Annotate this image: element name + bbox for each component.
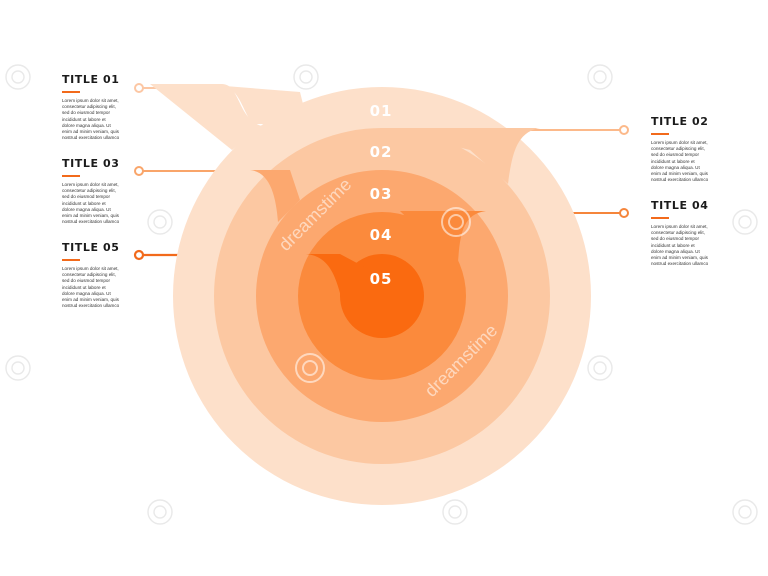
level-number-5: 05 <box>370 270 393 288</box>
level-5-tab <box>306 254 370 300</box>
level-2-tab <box>380 128 540 184</box>
watermark-spiral-icon <box>5 64 31 90</box>
level-1-tab <box>150 86 308 124</box>
item-description: Lorem ipsum dolor sit amet, consectetur … <box>62 266 120 309</box>
title-underline <box>62 259 80 261</box>
level-numbers: 01 02 03 04 05 <box>370 102 393 288</box>
watermark-spiral-icon <box>5 355 31 381</box>
item-description: Lorem ipsum dolor sit amet, consectetur … <box>62 98 120 141</box>
item-title: TITLE 02 <box>651 115 709 128</box>
watermark-spiral-icon <box>587 355 613 381</box>
item-title: TITLE 04 <box>651 199 709 212</box>
level-number-4: 04 <box>370 226 393 244</box>
watermark-spiral-icon <box>147 209 173 235</box>
watermark-spiral-icon <box>442 499 468 525</box>
watermark-spiral-icon <box>587 64 613 90</box>
item-block-4: TITLE 04 Lorem ipsum dolor sit amet, con… <box>651 199 768 267</box>
connector-dot-2 <box>619 125 629 135</box>
item-block-2: TITLE 02 Lorem ipsum dolor sit amet, con… <box>651 115 768 183</box>
connector-dot-4 <box>619 208 629 218</box>
title-underline <box>651 133 669 135</box>
item-description: Lorem ipsum dolor sit amet, consectetur … <box>62 182 120 225</box>
item-block-3: TITLE 03 Lorem ipsum dolor sit amet, con… <box>62 157 202 225</box>
connector-dot-5 <box>133 249 145 261</box>
title-underline <box>651 217 669 219</box>
item-title: TITLE 01 <box>62 73 120 86</box>
item-block-5: TITLE 05 Lorem ipsum dolor sit amet, con… <box>62 241 202 309</box>
level-shape-5 <box>306 254 424 338</box>
connector-dots <box>133 83 629 261</box>
item-title: TITLE 03 <box>62 157 120 170</box>
level-1-tab-blend <box>150 84 262 150</box>
level-3-tab <box>220 170 300 222</box>
level-number-3: 03 <box>370 185 393 203</box>
connector-dot-1 <box>134 83 144 93</box>
background-watermark-pattern <box>5 64 758 525</box>
dreamstime-logo-icon <box>441 207 471 237</box>
item-description: Lorem ipsum dolor sit amet, consectetur … <box>651 140 709 183</box>
item-title: TITLE 05 <box>62 241 120 254</box>
watermark-spiral-icon <box>293 64 319 90</box>
level-4-tab <box>400 211 486 262</box>
level-number-1: 01 <box>370 102 393 120</box>
watermark-spiral-icon <box>147 499 173 525</box>
connector-dot-3 <box>134 166 144 176</box>
watermark-spiral-icon <box>732 209 758 235</box>
title-underline <box>62 175 80 177</box>
item-description: Lorem ipsum dolor sit amet, consectetur … <box>651 224 709 267</box>
dreamstime-logo-icon <box>295 353 325 383</box>
title-underline <box>62 91 80 93</box>
level-number-2: 02 <box>370 143 393 161</box>
item-block-1: TITLE 01 Lorem ipsum dolor sit amet, con… <box>62 73 202 141</box>
watermark-spiral-icon <box>732 499 758 525</box>
